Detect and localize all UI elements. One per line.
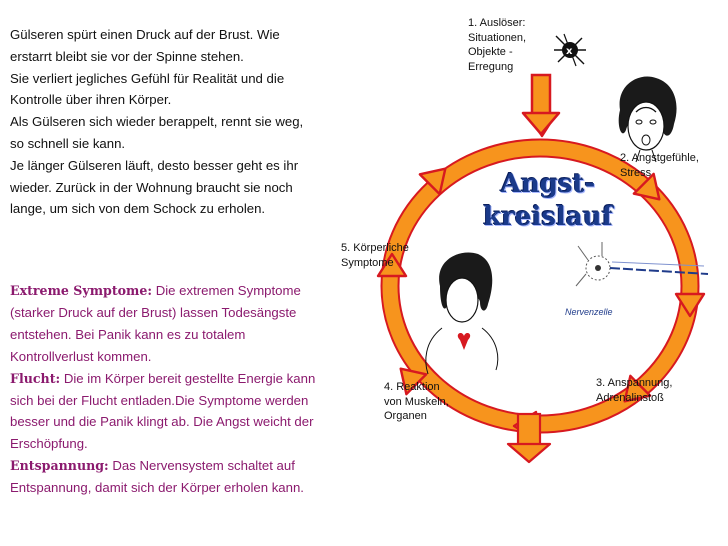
step-4-line: von Muskeln,: [384, 395, 449, 410]
trigger-arrow: [523, 75, 559, 134]
step-1-line: Erregung: [468, 60, 526, 75]
step-3-line: Adrenalinstoß: [596, 391, 672, 406]
step-5-label: 5. Körperliche Symptome: [341, 241, 409, 270]
step-4-line: Organen: [384, 409, 449, 424]
step-1-label: 1. Auslöser: Situationen, Objekte - Erre…: [468, 16, 526, 74]
cycle-title-line2: kreislauf: [474, 201, 622, 234]
spider-icon: x: [554, 34, 586, 66]
step-3-label: 3. Anspannung, Adrenalinstoß: [596, 376, 672, 405]
svg-text:x: x: [566, 46, 573, 57]
nerve-cell-label: Nervenzelle: [565, 307, 613, 317]
step-2-line: Stress: [620, 166, 699, 181]
step-5-line: Symptome: [341, 256, 409, 271]
cycle-title-line1: Angst-: [474, 168, 622, 201]
cycle-title: Angst- kreislauf: [474, 168, 622, 234]
step-5-line: 5. Körperliche: [341, 241, 409, 256]
person-icon: [426, 252, 498, 374]
step-2-label: 2. Angstgefühle, Stress: [620, 151, 699, 180]
step-4-label: 4. Reaktion von Muskeln, Organen: [384, 380, 449, 424]
scared-face-icon: [619, 76, 677, 162]
step-2-line: 2. Angstgefühle,: [620, 151, 699, 166]
step-1-line: Situationen,: [468, 31, 526, 46]
step-1-line: Objekte -: [468, 45, 526, 60]
step-3-line: 3. Anspannung,: [596, 376, 672, 391]
step-4-line: 4. Reaktion: [384, 380, 449, 395]
step-1-line: 1. Auslöser:: [468, 16, 526, 31]
